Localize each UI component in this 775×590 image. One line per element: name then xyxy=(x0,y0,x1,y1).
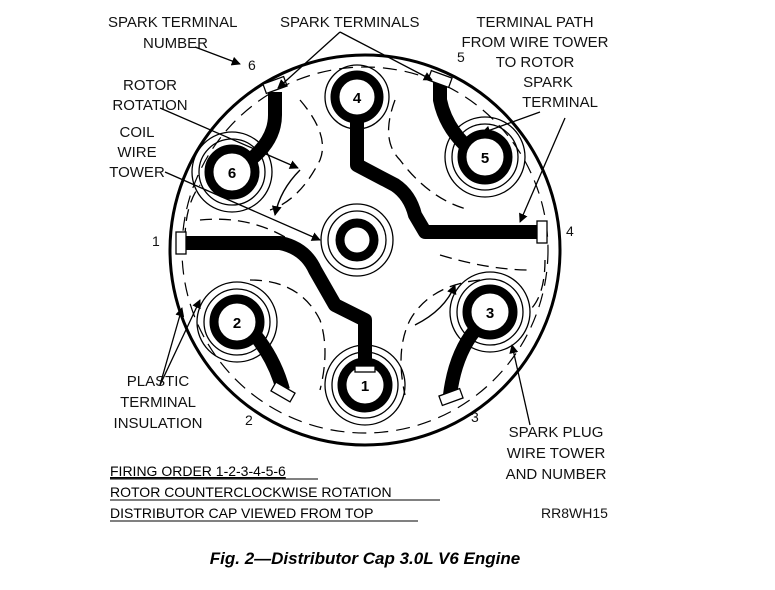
leader-lines xyxy=(159,31,566,426)
rotor-rotation-note: ROTOR COUNTERCLOCKWISE ROTATION xyxy=(110,484,392,500)
terminal-number-3: 3 xyxy=(471,409,479,425)
tower-number-2: 2 xyxy=(233,315,241,332)
svg-text:TO ROTOR: TO ROTOR xyxy=(496,54,575,71)
label-spark-plug-wire-tower: SPARK PLUG WIRE TOWER AND NUMBER xyxy=(506,424,607,483)
svg-text:SPARK TERMINAL: SPARK TERMINAL xyxy=(108,14,237,31)
label-rotor-rotation: ROTOR ROTATION xyxy=(112,77,187,114)
terminal-number-1: 1 xyxy=(152,233,160,249)
svg-text:ROTATION: ROTATION xyxy=(112,97,187,114)
terminal-number-4: 4 xyxy=(566,223,574,239)
viewed-from-top-note: DISTRIBUTOR CAP VIEWED FROM TOP xyxy=(110,505,373,521)
tower-3: 3 xyxy=(449,271,531,353)
label-spark-terminal-number: SPARK TERMINAL NUMBER xyxy=(108,14,237,52)
label-coil-wire-tower: COIL WIRE TOWER xyxy=(109,124,165,181)
terminal-path-3 xyxy=(443,325,481,396)
terminal-number-6: 6 xyxy=(248,57,256,73)
tower-number-1: 1 xyxy=(361,378,369,395)
tower-number-4: 4 xyxy=(353,90,362,107)
terminal-number-2: 2 xyxy=(245,412,253,428)
tower-2: 2 xyxy=(196,281,278,363)
terminal-path-1 xyxy=(178,236,372,368)
svg-text:AND NUMBER: AND NUMBER xyxy=(506,466,607,483)
tower-number-3: 3 xyxy=(486,305,494,322)
tower-number-5: 5 xyxy=(481,150,489,167)
svg-text:SPARK PLUG: SPARK PLUG xyxy=(509,424,604,441)
figure-caption: Fig. 2—Distributor Cap 3.0L V6 Engine xyxy=(210,549,520,568)
terminal-path-4 xyxy=(350,115,540,239)
terminal-number-5: 5 xyxy=(457,49,465,65)
svg-text:TOWER: TOWER xyxy=(109,164,165,181)
svg-text:COIL: COIL xyxy=(119,124,154,141)
svg-text:TERMINAL: TERMINAL xyxy=(120,394,196,411)
cap-outer-rim xyxy=(168,53,562,447)
tower-6: 6 xyxy=(191,131,273,213)
svg-text:ROTOR: ROTOR xyxy=(123,77,177,94)
svg-text:SPARK: SPARK xyxy=(523,74,573,91)
label-plastic-terminal-insulation: PLASTIC TERMINAL INSULATION xyxy=(114,373,203,432)
rotation-arrows xyxy=(271,169,457,326)
figure-code: RR8WH15 xyxy=(541,505,608,521)
label-spark-terminals: SPARK TERMINALS xyxy=(280,14,419,31)
svg-text:WIRE: WIRE xyxy=(117,144,156,161)
svg-text:WIRE TOWER: WIRE TOWER xyxy=(507,445,606,462)
svg-text:TERMINAL PATH: TERMINAL PATH xyxy=(476,14,593,31)
terminal-path-5 xyxy=(433,82,471,150)
terminal-path-6 xyxy=(245,92,282,166)
svg-text:INSULATION: INSULATION xyxy=(114,415,203,432)
svg-text:NUMBER: NUMBER xyxy=(143,35,208,52)
tower-number-6: 6 xyxy=(228,165,236,182)
firing-order-notes: FIRING ORDER 1-2-3-4-5-6 ROTOR COUNTERCL… xyxy=(110,463,440,522)
firing-order: FIRING ORDER 1-2-3-4-5-6 xyxy=(110,463,286,479)
svg-text:TERMINAL: TERMINAL xyxy=(522,94,598,111)
svg-text:PLASTIC: PLASTIC xyxy=(127,373,190,390)
svg-text:FROM WIRE TOWER: FROM WIRE TOWER xyxy=(462,34,609,51)
coil-wire-tower xyxy=(320,203,394,277)
label-terminal-path: TERMINAL PATH FROM WIRE TOWER TO ROTOR S… xyxy=(462,14,609,111)
terminal-path-2 xyxy=(249,330,290,392)
